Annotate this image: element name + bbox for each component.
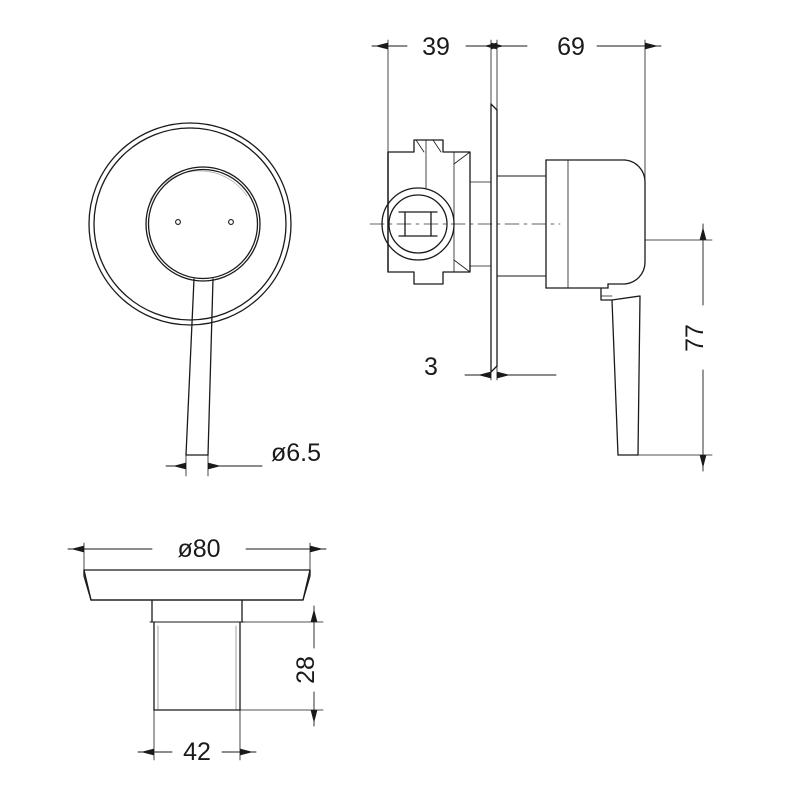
dim-69-geometry [480, 39, 662, 183]
dim-28-geometry [239, 605, 324, 727]
dim-d65-geometry [165, 454, 263, 477]
dim-d65-label: ø6.5 [271, 439, 321, 467]
dim-d80-label: ø80 [177, 535, 220, 563]
bottom-view-geometry [83, 569, 311, 711]
front-view-geometry [88, 122, 292, 456]
dim-d80-geometry [67, 542, 327, 571]
dim-69-label: 69 [557, 33, 585, 61]
dim-42-label: 42 [183, 738, 211, 766]
dim-42-geometry [137, 709, 257, 761]
dim-77-label: 77 [681, 324, 709, 352]
dim-77-geometry [637, 223, 713, 472]
side-section-geometry [369, 103, 646, 456]
dim-3-label: 3 [424, 353, 438, 381]
dim-3-geometry [464, 365, 557, 381]
dim-39-label: 39 [422, 33, 450, 61]
dim-28-label: 28 [292, 656, 320, 684]
